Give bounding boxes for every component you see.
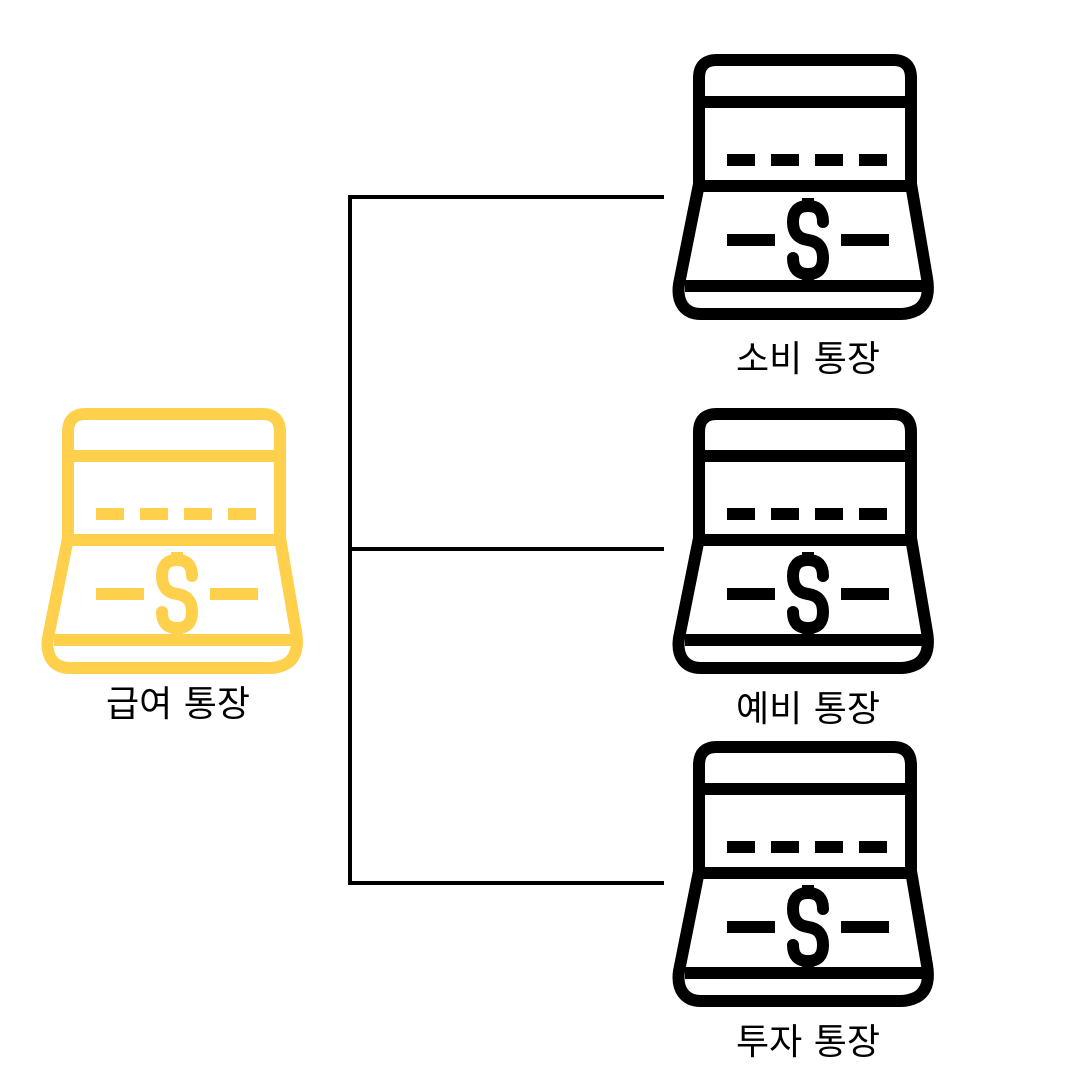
connector-lines [348, 195, 664, 885]
investment-account-label: 투자 통장 [736, 1022, 880, 1063]
card-reader-dollar-icon [672, 408, 934, 674]
card-reader-dollar-icon [672, 741, 934, 1007]
card-reader-dollar-icon [672, 54, 934, 320]
spending-account-label: 소비 통장 [736, 339, 880, 380]
source-account-label: 급여 통장 [106, 684, 250, 725]
card-reader-dollar-icon [41, 408, 303, 674]
reserve-account-label: 예비 통장 [736, 689, 880, 730]
